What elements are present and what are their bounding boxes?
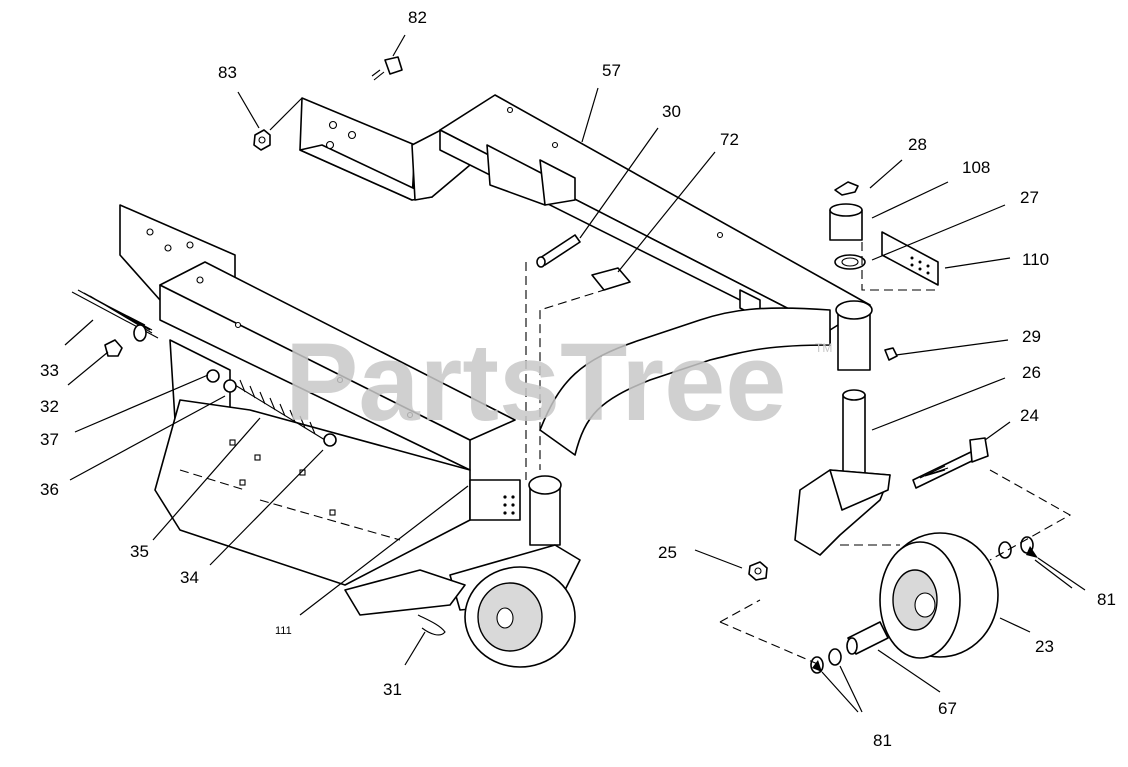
callout-33: 33: [40, 361, 59, 380]
callout-32: 32: [40, 397, 59, 416]
callout-57: 57: [602, 61, 621, 80]
leader-lines: [64, 34, 1086, 713]
callout-29: 29: [1022, 327, 1041, 346]
callout-25: 25: [658, 543, 677, 562]
callout-30: 30: [662, 102, 681, 121]
adjustment-spring: [206, 369, 337, 447]
axle-spacer: [846, 621, 889, 655]
caster-bolt: [912, 437, 989, 489]
callout-labels: 82 83 57 30 72 28 108 27 110 29 26 24 33…: [40, 8, 1116, 750]
left-caster-wheel: [344, 475, 581, 668]
watermark-text: PartsTree: [285, 321, 786, 444]
bushing-stack: [829, 181, 866, 270]
watermark: PartsTree TM: [285, 321, 832, 444]
callout-36: 36: [40, 480, 59, 499]
caster-arm: [469, 307, 831, 521]
callout-81-lower: 81: [873, 731, 892, 750]
adjustment-rod: [71, 289, 159, 357]
callout-111: 111: [275, 625, 292, 637]
caster-nut: [748, 561, 768, 581]
hairpin-31: [417, 614, 446, 636]
pin-30: [536, 234, 581, 268]
caster-fork: [794, 469, 891, 556]
caster-spindle: [835, 300, 873, 486]
callout-81-upper: 81: [1097, 590, 1116, 609]
callout-24: 24: [1020, 406, 1039, 425]
callout-28: 28: [908, 135, 927, 154]
callout-34: 34: [180, 568, 199, 587]
watermark-trademark: TM: [815, 341, 832, 355]
right-caster-wheel: [879, 532, 999, 659]
assembly-lines: [525, 242, 1072, 666]
callout-35: 35: [130, 542, 149, 561]
callout-23: 23: [1035, 637, 1054, 656]
callout-67: 67: [938, 699, 957, 718]
callout-108: 108: [962, 158, 990, 177]
decal-72: [591, 267, 631, 291]
callout-110: 110: [1022, 250, 1049, 269]
callout-82: 82: [408, 8, 427, 27]
callout-72: 72: [720, 130, 739, 149]
clip-29: [884, 347, 898, 361]
callout-27: 27: [1020, 188, 1039, 207]
nut-83: [253, 129, 271, 151]
callout-37: 37: [40, 430, 59, 449]
callout-83: 83: [218, 63, 237, 82]
callout-31: 31: [383, 680, 402, 699]
bolt-82: [371, 56, 403, 81]
decal-110: [881, 231, 939, 286]
callout-26: 26: [1022, 363, 1041, 382]
rear-frame-tube: [439, 94, 871, 346]
